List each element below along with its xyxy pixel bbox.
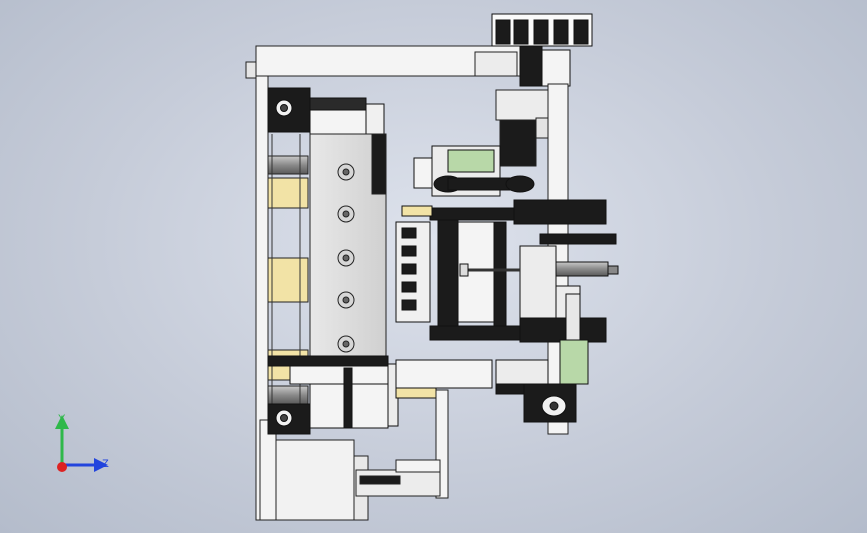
bottom-actuator bbox=[355, 389, 449, 499]
z-axis-label: Z bbox=[102, 458, 109, 470]
center-gripper-assembly bbox=[395, 205, 541, 341]
coordinate-triad bbox=[55, 415, 108, 472]
lower-motor-block bbox=[267, 355, 493, 435]
top-cable-chain bbox=[491, 13, 593, 87]
x-axis-dot bbox=[57, 462, 67, 472]
y-axis-arrowhead bbox=[55, 415, 69, 429]
y-axis-label: Y bbox=[58, 413, 66, 425]
central-plate bbox=[309, 133, 387, 357]
belt-drive bbox=[413, 145, 535, 197]
lower-right-motor bbox=[495, 293, 589, 423]
z-axis-arrowhead bbox=[94, 458, 108, 472]
